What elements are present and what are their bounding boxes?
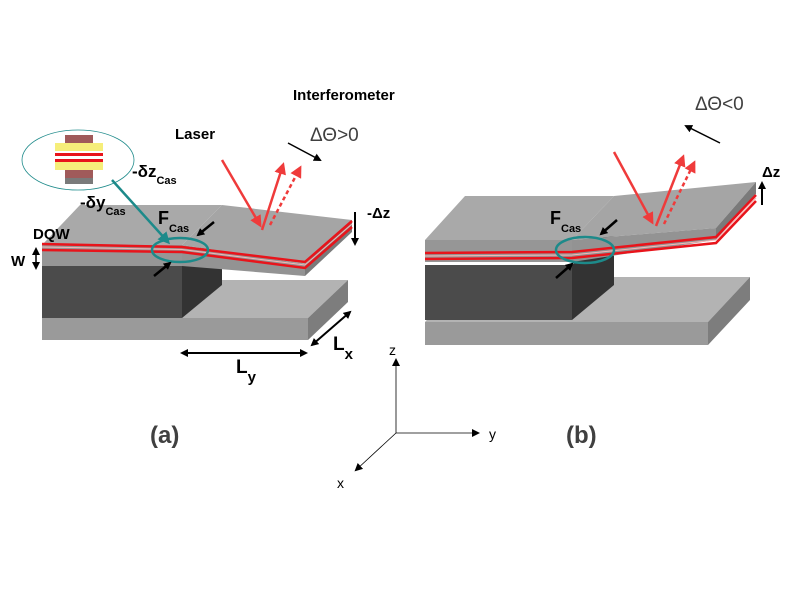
upper-slab-b [425,196,614,262]
waveguide-b [424,194,757,261]
dz-cas-label: -δzCas [132,162,177,187]
casimir-region-a [150,236,210,264]
dtheta-pos-label: ΔΘ>0 [310,125,359,146]
fcas-arrow-upper-a [196,221,215,237]
coordinate-axes: z y x [337,342,496,491]
dtheta-neg-label: ΔΘ<0 [695,94,744,115]
dy-cas-label: -δyCas [80,193,126,218]
panel-b: ΔΘ<0 FCas Δz (b) [424,94,780,449]
dtheta-pos-arrow [287,142,322,161]
dtheta-neg-arrow [684,125,721,144]
axis-x-label: x [337,475,344,491]
axis-x-line [354,432,397,472]
laser-label: Laser [175,126,215,143]
axis-y-label: y [489,426,496,442]
fcas-label-b: FCas [550,208,581,235]
dqw-label: DQW [33,226,71,243]
w-label: W [11,253,26,270]
fcas-arrow-upper-b [599,219,618,236]
panel-a: Interferometer Laser ΔΘ>0 -δzCas -δyCas … [11,87,395,449]
inset-pointer-arrow [111,179,171,245]
inset-layers [21,129,135,191]
waveguide-a [41,220,353,270]
axis-z-label: z [389,342,396,358]
interferometer-label: Interferometer [293,87,395,104]
panel-a-label: (a) [150,422,179,449]
ly-label: Ly [236,357,257,386]
lx-arrow [310,310,352,347]
laser-beams-b [612,151,696,227]
pos-dz-label: Δz [762,164,780,181]
fcas-arrow-lower-b [555,262,574,279]
neg-dz-label: -Δz [367,205,390,222]
lx-label: Lx [333,334,354,363]
fcas-label-a: FCas [158,208,189,235]
fcas-arrow-lower-a [153,261,172,277]
laser-beams-a [220,159,302,231]
panel-b-label: (b) [566,422,597,449]
casimir-region-b [554,235,616,265]
